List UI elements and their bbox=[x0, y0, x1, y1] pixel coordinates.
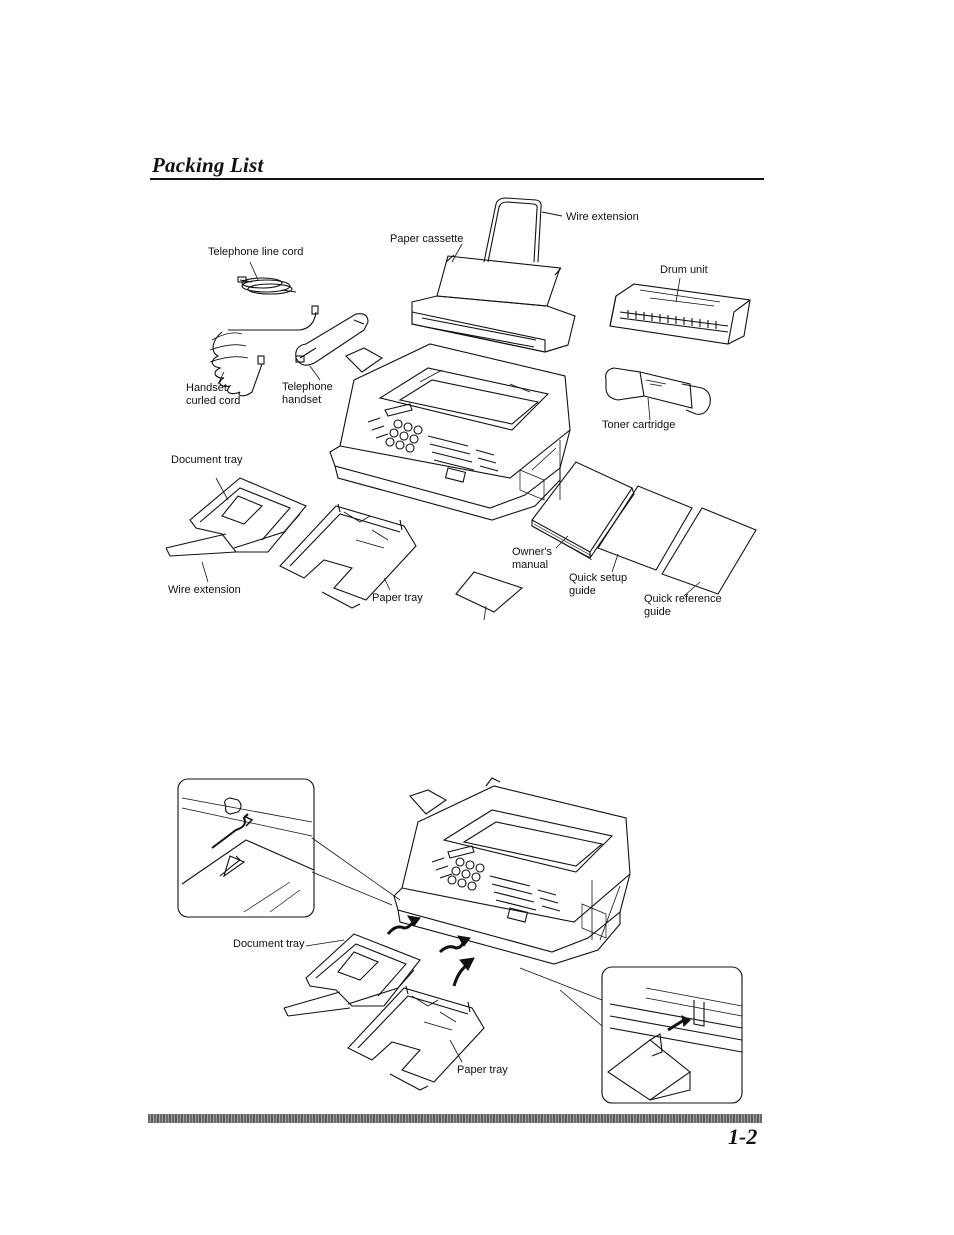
inset-detail-left bbox=[178, 779, 400, 917]
footer-bar bbox=[148, 1114, 762, 1123]
label-document-tray-fig2: Document tray bbox=[233, 938, 305, 951]
insertion-arrows bbox=[388, 916, 474, 986]
page-number: 1-2 bbox=[728, 1124, 757, 1150]
label-paper-tray-fig2: Paper tray bbox=[457, 1064, 508, 1077]
inset-detail-right bbox=[520, 967, 742, 1103]
fax-machine-fig2 bbox=[394, 778, 630, 964]
